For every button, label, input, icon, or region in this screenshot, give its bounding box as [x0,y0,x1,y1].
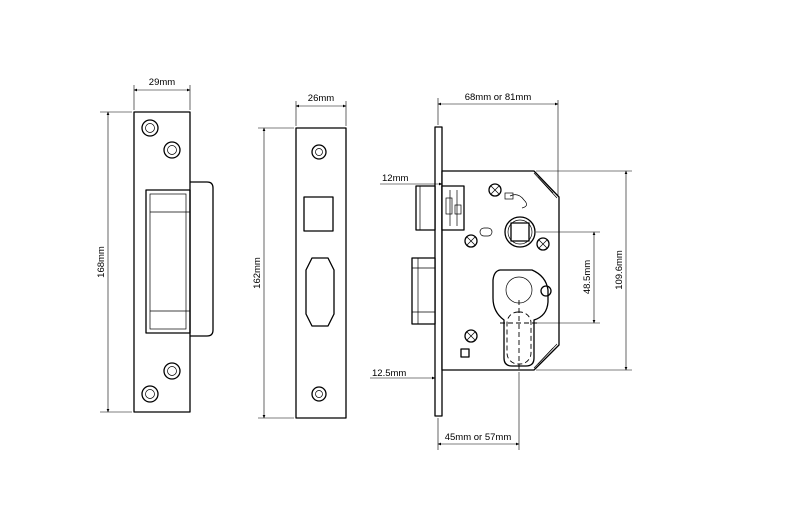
strike-height-label: 168mm [96,246,107,278]
screw-hole [311,144,327,160]
screw-hole [163,141,181,159]
lock-body [411,126,560,417]
screw-hole [163,362,181,380]
case-height-label: 109.6mm [614,250,625,290]
strike-width-label: 29mm [149,77,175,88]
dimension-latch-projection: 12mm [380,173,443,186]
screw-hole [141,119,159,137]
case-depth-label: 45mm or 57mm [445,432,512,443]
screw-hole [141,385,159,403]
deadbolt-aperture [305,257,335,327]
latch-bolt [415,185,465,231]
forend-plate [295,127,347,419]
bolt-projection-label: 12.5mm [372,368,406,379]
dimension-backset: 68mm or 81mm [437,92,559,196]
forend-height-label: 162mm [252,257,263,289]
dimension-case-depth: 45mm or 57mm [437,372,520,450]
rivet [536,237,550,251]
cylinder-cam [492,269,552,372]
spindle-follower [504,216,536,248]
dimension-strike-height: 168mm [96,111,132,413]
latch-projection-label: 12mm [382,173,408,184]
dimension-case-height: 109.6mm [536,170,632,371]
screw-hole [311,386,327,402]
deadbolt [411,257,436,325]
rivet [464,234,478,248]
strike-plate [133,111,214,413]
dimension-strike-width: 29mm [133,77,191,110]
lock-forend-edge [434,126,443,417]
rivet [488,183,502,197]
dimension-centres: 48.5mm [536,231,600,324]
backset-label: 68mm or 81mm [465,92,532,103]
centres-label: 48.5mm [582,260,593,294]
forend-width-label: 26mm [308,93,334,104]
latch-aperture [303,196,334,232]
dimension-forend-height: 162mm [252,127,294,419]
dimension-bolt-projection: 12.5mm [370,368,436,380]
rivet [464,329,478,343]
dimension-forend-width: 26mm [295,93,347,126]
